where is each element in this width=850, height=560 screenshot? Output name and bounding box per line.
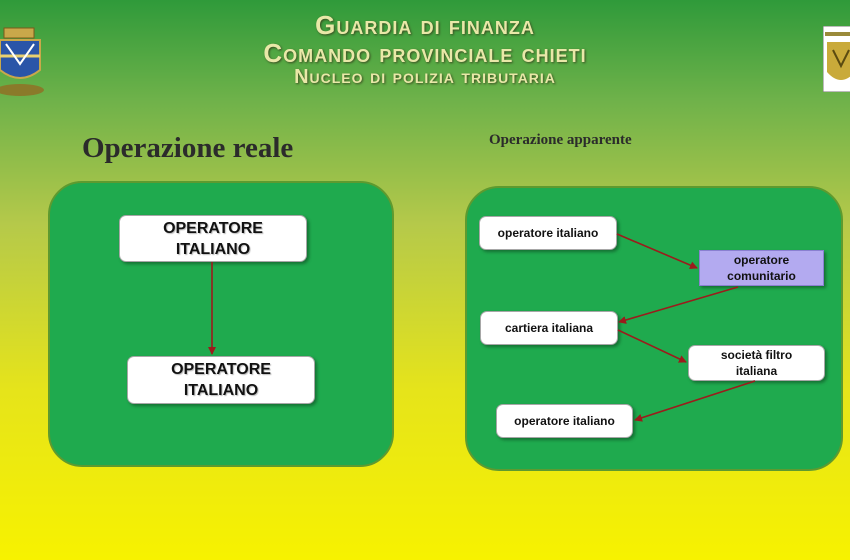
header-title-line3: Nucleo di polizia tributaria	[294, 66, 556, 88]
flow-box-operatore-italiano-2: operatore italiano	[496, 404, 633, 438]
header-title-line2: Comando provinciale chieti	[263, 38, 587, 68]
apparent-operation-title: Operazione apparente	[489, 132, 632, 148]
coat-of-arms-logo	[0, 27, 44, 96]
flow-box-label: società filtro italiana	[720, 348, 793, 378]
operator-box-top-label: OPERATORE ITALIANO	[163, 219, 263, 258]
flow-box-operatore-comunitario: operatore comunitario	[699, 250, 824, 286]
badge-logo	[823, 26, 850, 92]
flow-box-label: operatore italiano	[514, 414, 615, 428]
operator-box-bottom: OPERATORE ITALIANO	[127, 356, 315, 404]
flow-box-label: operatore comunitario	[727, 253, 796, 283]
flow-box-cartiera-italiana: cartiera italiana	[480, 311, 618, 345]
header-title-line1: Guardia di finanza	[315, 10, 535, 40]
flow-box-label: operatore italiano	[497, 226, 599, 240]
operator-box-top: OPERATORE ITALIANO	[119, 215, 307, 262]
flow-box-label: cartiera italiana	[504, 321, 594, 335]
flow-box-societa-filtro: società filtro italiana	[688, 345, 825, 381]
operator-box-bottom-label: OPERATORE ITALIANO	[171, 361, 271, 399]
flow-box-operatore-italiano-1: operatore italiano	[479, 216, 617, 250]
real-operation-title: Operazione reale	[82, 132, 294, 164]
